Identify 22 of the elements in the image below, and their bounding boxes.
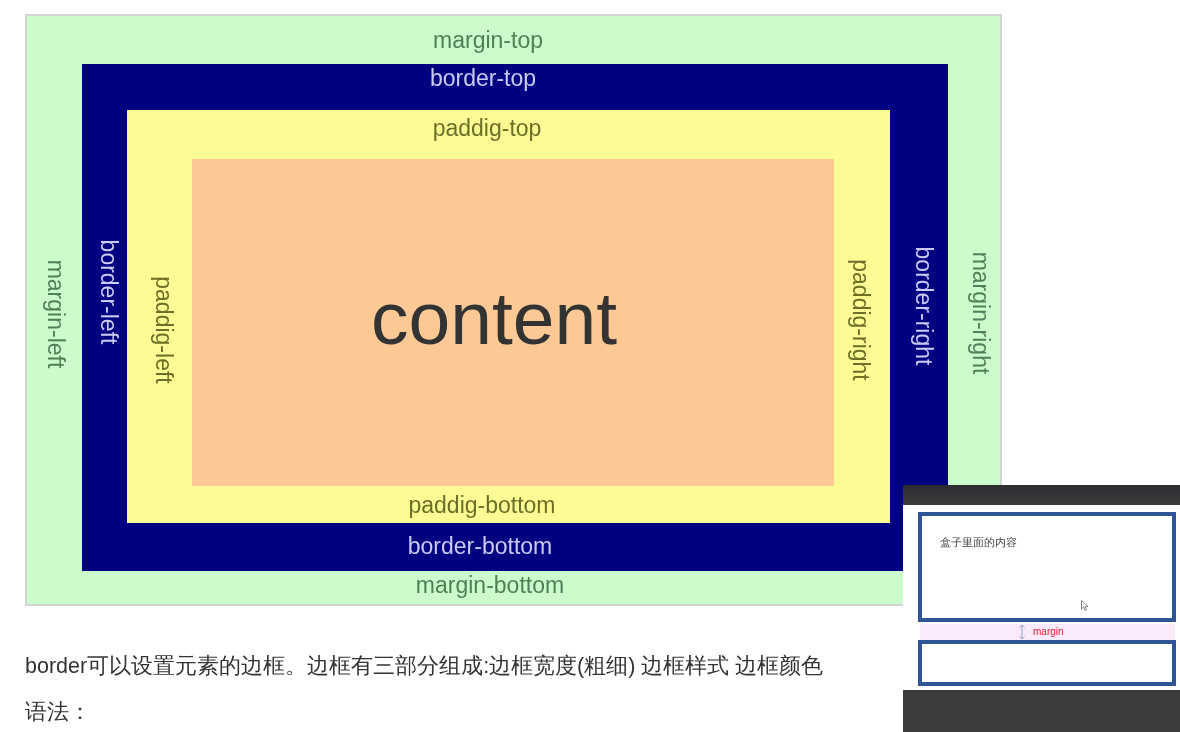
border-label: border-right: [911, 246, 935, 366]
border-label: border-left: [96, 239, 120, 345]
padding-label: paddig-right: [848, 259, 872, 381]
content-box: [918, 512, 1176, 622]
content-area: [192, 159, 834, 486]
padding-label: paddig-bottom: [408, 493, 556, 517]
border-label: border-top: [429, 66, 537, 90]
margin-label: margin-top: [433, 28, 543, 52]
box-text: 盒子里面的内容: [940, 536, 1017, 548]
padding-label: paddig-top: [432, 116, 542, 140]
margin-label: margin-right: [968, 251, 992, 375]
padding-label: paddig-left: [151, 276, 175, 384]
margin-label: margin-left: [43, 259, 67, 369]
content-label: content: [371, 280, 617, 356]
description-text: border可以设置元素的边框。边框有三部分组成:边框宽度(粗细) 边框样式 边框颜色: [25, 656, 824, 678]
margin-label: margin: [1033, 627, 1064, 637]
padding-area: [127, 110, 890, 523]
border-label: border-bottom: [407, 534, 553, 558]
syntax-heading: 语法：: [25, 702, 91, 724]
margin-label: margin-bottom: [415, 573, 565, 597]
margin-band: [920, 624, 1175, 640]
empty-box: [918, 640, 1176, 686]
